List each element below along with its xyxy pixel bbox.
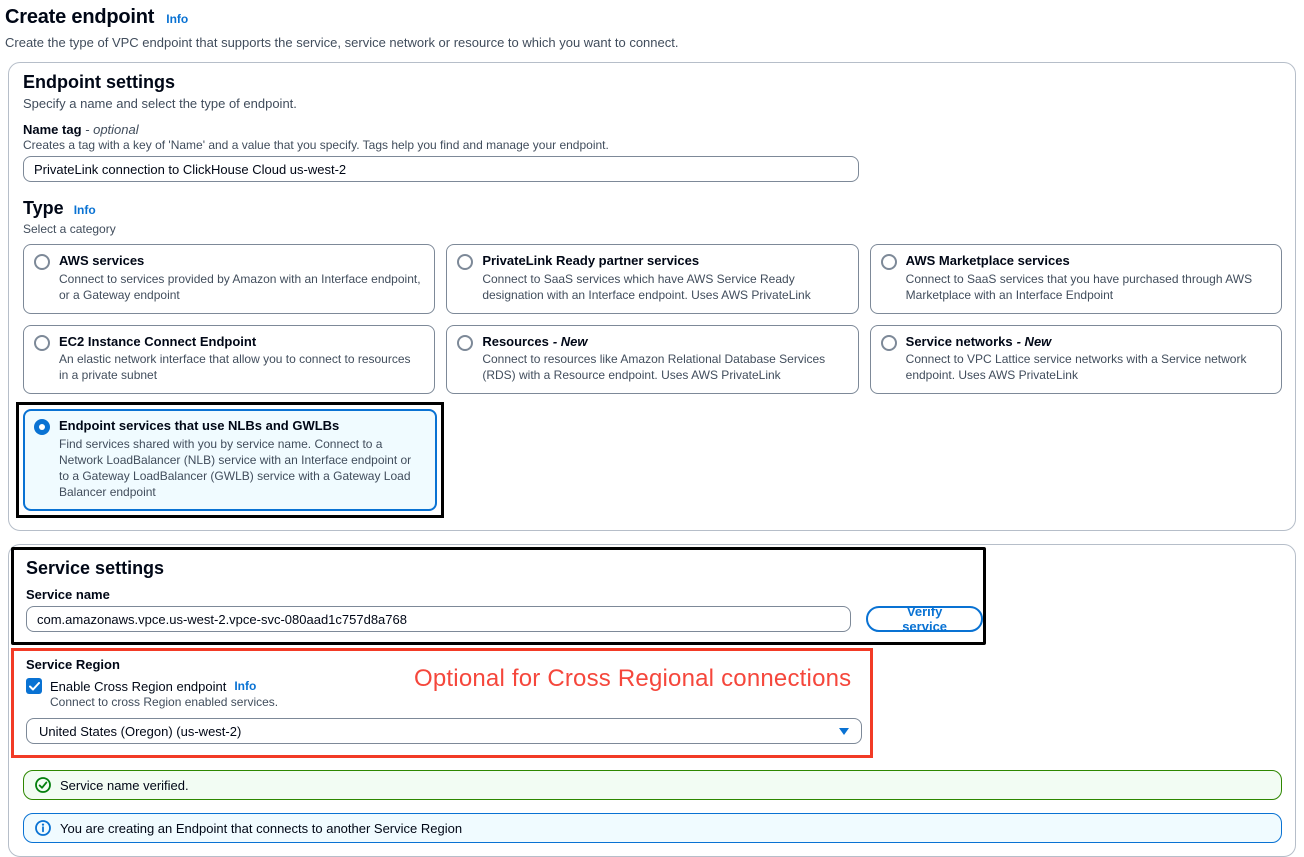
success-alert-text: Service name verified. (60, 777, 189, 793)
page-subtitle: Create the type of VPC endpoint that sup… (5, 35, 679, 50)
verify-service-button[interactable]: Verify service (866, 604, 983, 634)
cross-region-info-link[interactable]: Info (234, 679, 257, 694)
info-alert-text: You are creating an Endpoint that connec… (60, 820, 463, 836)
tile-description: Connect to resources like Amazon Relatio… (482, 352, 826, 383)
page-title-info-link[interactable]: Info (166, 12, 189, 26)
radio-unchecked-icon[interactable] (880, 253, 897, 270)
service-name-label: Service name (26, 587, 110, 603)
annotation-black-rectangle-service-name: Service settings Service name Verify ser… (11, 547, 986, 646)
endpoint-settings-description: Specify a name and select the type of en… (23, 96, 297, 112)
name-tag-help: Creates a tag with a key of 'Name' and a… (23, 138, 609, 153)
tile-label: PrivateLink Ready partner services (482, 252, 700, 268)
tile-label: AWS services (59, 252, 145, 268)
type-tiles-grid: AWS services Connect to services provide… (16, 243, 1282, 519)
type-info-link[interactable]: Info (73, 203, 96, 218)
radio-checked-icon[interactable] (34, 419, 50, 436)
tile-privatelink-partner-services[interactable]: PrivateLink Ready partner services Conne… (446, 243, 859, 314)
service-region-select[interactable]: United States (Oregon) (us-west-2) (26, 718, 862, 745)
tile-description: Find services shared with you by service… (59, 437, 412, 500)
enable-cross-region-label[interactable]: Enable Cross Region endpoint (50, 678, 227, 694)
annotation-black-rectangle-selected-tile: Endpoint services that use NLBs and GWLB… (16, 402, 445, 519)
tile-description: Connect to services provided by Amazon w… (59, 271, 421, 302)
radio-unchecked-icon[interactable] (34, 334, 50, 351)
tile-label: Service networks (905, 333, 1013, 349)
service-name-input[interactable] (26, 606, 852, 633)
name-tag-input[interactable] (23, 156, 859, 183)
tile-aws-marketplace-services[interactable]: AWS Marketplace services Connect to SaaS… (869, 243, 1282, 314)
tile-label: EC2 Instance Connect Endpoint (59, 333, 257, 349)
tile-description: Connect to SaaS services which have AWS … (482, 271, 811, 302)
endpoint-settings-title: Endpoint settings (23, 72, 175, 92)
tile-description: An elastic network interface that allow … (59, 352, 411, 383)
tile-description: Connect to SaaS services that you have p… (905, 271, 1253, 302)
tile-label-suffix: - New (1016, 333, 1052, 349)
tile-label-suffix: - New (552, 333, 588, 349)
tile-label: Resources (482, 333, 549, 349)
service-settings-title: Service settings (26, 558, 165, 579)
checkbox-checked-icon[interactable] (26, 678, 42, 695)
tile-endpoint-services-nlb-gwlb[interactable]: Endpoint services that use NLBs and GWLB… (23, 409, 438, 512)
endpoint-settings-card: Endpoint settings Specify a name and sel… (8, 62, 1296, 532)
success-alert: Service name verified. (23, 770, 1282, 801)
info-alert: You are creating an Endpoint that connec… (23, 813, 1282, 844)
tile-ec2-instance-connect-endpoint[interactable]: EC2 Instance Connect Endpoint An elastic… (23, 324, 436, 395)
annotation-red-text: Optional for Cross Regional connections (414, 665, 852, 693)
tile-label: Endpoint services that use NLBs and GWLB… (59, 418, 340, 434)
name-tag-label: Name tag - optional (23, 122, 139, 138)
type-section: Type Info Select a category AWS services… (16, 197, 1282, 519)
tile-description: Connect to VPC Lattice service networks … (905, 352, 1247, 383)
tile-label: AWS Marketplace services (905, 252, 1070, 268)
radio-unchecked-icon[interactable] (34, 253, 50, 270)
service-region-selected-value: United States (Oregon) (us-west-2) (39, 723, 242, 739)
page-header: Create endpoint Info Create the type of … (0, 0, 1304, 50)
chevron-down-icon (839, 727, 849, 735)
type-description: Select a category (23, 221, 116, 236)
name-tag-optional: - optional (85, 122, 139, 138)
radio-unchecked-icon[interactable] (880, 334, 897, 351)
page-title: Create endpoint (5, 6, 155, 28)
annotation-red-rectangle-service-region: Service Region Enable Cross Region endpo… (11, 648, 873, 759)
service-region-label: Service Region (26, 657, 120, 673)
tile-service-networks[interactable]: Service networks- New Connect to VPC Lat… (869, 324, 1282, 395)
cross-region-help: Connect to cross Region enabled services… (50, 695, 279, 710)
info-circle-icon (35, 820, 51, 837)
tile-resources[interactable]: Resources- New Connect to resources like… (446, 324, 859, 395)
success-check-circle-icon (35, 777, 51, 794)
radio-unchecked-icon[interactable] (457, 253, 474, 270)
tile-aws-services[interactable]: AWS services Connect to services provide… (23, 243, 436, 314)
service-settings-card: Service settings Service name Verify ser… (8, 544, 1296, 857)
type-title: Type (23, 198, 64, 219)
radio-unchecked-icon[interactable] (457, 334, 474, 351)
